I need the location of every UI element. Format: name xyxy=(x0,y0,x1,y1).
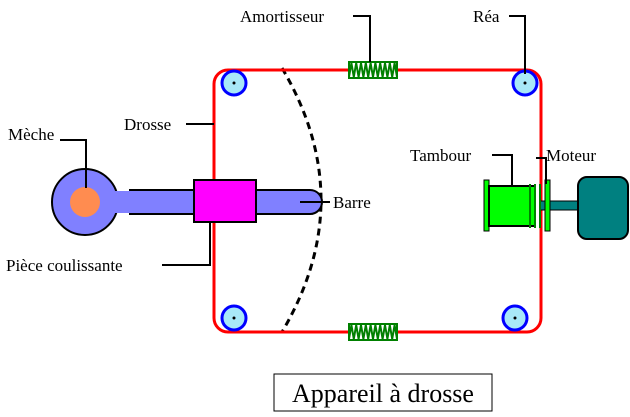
pulley-icon xyxy=(511,69,539,97)
meche-shaft xyxy=(70,187,100,217)
drum xyxy=(483,179,551,232)
label-piece-coulissante: Pièce coulissante xyxy=(6,256,123,275)
label-moteur: Moteur xyxy=(546,146,596,165)
motor-icon xyxy=(577,176,629,240)
pulley-icon xyxy=(220,304,248,332)
label-barre: Barre xyxy=(333,193,371,212)
pulley-icon xyxy=(501,304,529,332)
leader-lines xyxy=(60,15,547,266)
caption-box xyxy=(273,373,493,412)
spring-icon xyxy=(348,61,398,79)
label-meche: Mèche xyxy=(8,125,54,144)
sliding-piece xyxy=(193,179,257,223)
label-tambour: Tambour xyxy=(410,146,471,165)
pulley-icon xyxy=(220,69,248,97)
label-amortisseur: Amortisseur xyxy=(240,7,324,26)
spring-icon xyxy=(348,323,398,341)
label-rea: Réa xyxy=(473,7,500,26)
caption-title: Appareil à drosse xyxy=(292,379,474,408)
label-drosse: Drosse xyxy=(124,115,171,134)
rudder-arc xyxy=(280,67,323,333)
